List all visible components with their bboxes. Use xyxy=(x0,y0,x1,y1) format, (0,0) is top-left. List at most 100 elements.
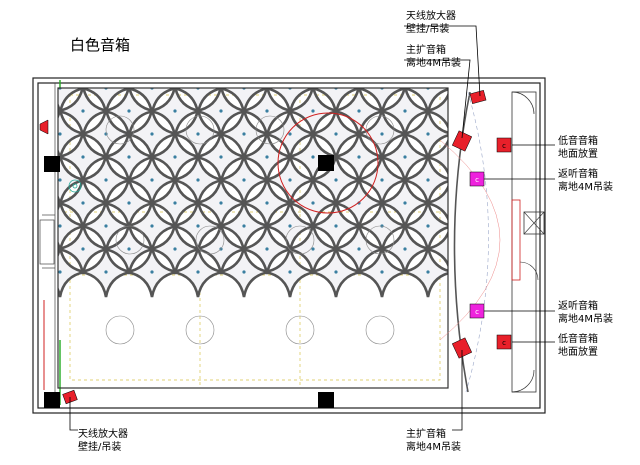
speaker-black-left-bottom-icon xyxy=(44,392,60,408)
light-fixture-icon xyxy=(587,247,590,250)
sub-speaker-bottom-icon xyxy=(496,334,512,350)
light-fixture-icon xyxy=(449,247,452,250)
light-fixture-icon xyxy=(495,109,498,112)
speaker-black-bottom-center-icon xyxy=(318,392,334,408)
light-fixture-icon xyxy=(357,155,361,159)
ceiling-panel xyxy=(449,63,499,113)
light-fixture-icon xyxy=(403,155,407,159)
table-outline xyxy=(285,225,315,255)
light-fixture-icon xyxy=(472,270,475,273)
light-fixture-icon xyxy=(495,201,498,204)
main-speaker-bottom-icon xyxy=(451,337,473,359)
light-fixture-icon xyxy=(380,132,384,136)
speaker-black-center-icon xyxy=(318,155,334,171)
label-return-speaker-top: 返听音箱离地4M吊装 xyxy=(558,169,613,193)
light-fixture-icon xyxy=(219,201,223,205)
light-fixture-icon xyxy=(495,155,498,158)
light-fixture-icon xyxy=(334,224,338,228)
light-fixture-icon xyxy=(403,201,407,205)
hall-border xyxy=(57,87,449,389)
light-fixture-icon xyxy=(357,109,361,113)
light-fixture-icon xyxy=(219,109,223,113)
ceiling-panel xyxy=(449,109,499,159)
light-fixture-icon xyxy=(219,155,223,159)
table-outline xyxy=(365,315,395,345)
ceiling-panel xyxy=(564,224,614,274)
ceiling-panel xyxy=(425,184,448,222)
light-fixture-icon xyxy=(265,247,269,251)
light-fixture-icon xyxy=(403,109,407,113)
light-fixture-icon xyxy=(150,178,154,182)
light-fixture-icon xyxy=(357,247,361,251)
ceiling-panel xyxy=(58,246,86,298)
light-fixture-icon xyxy=(472,132,475,135)
ceiling-panel xyxy=(402,246,448,298)
light-fixture-icon xyxy=(196,178,200,182)
coverage-circle xyxy=(277,112,379,214)
light-fixture-icon xyxy=(265,201,269,205)
table-outline xyxy=(105,115,135,145)
light-fixture-icon xyxy=(334,178,338,182)
red-speakers xyxy=(39,90,512,405)
light-fixture-icon xyxy=(311,109,315,113)
light-fixture-icon xyxy=(541,155,544,158)
light-fixture-icon xyxy=(426,132,430,136)
light-fixture-icon xyxy=(127,109,131,113)
sub-speaker-top-icon xyxy=(496,137,512,153)
light-fixture-icon xyxy=(426,270,430,274)
light-fixture-icon xyxy=(380,178,384,182)
light-fixture-icon xyxy=(104,270,108,274)
ceiling-panel xyxy=(449,201,499,251)
ceiling-panel xyxy=(425,138,448,176)
light-fixture-icon xyxy=(288,132,292,136)
ceiling-panel xyxy=(449,247,499,297)
light-fixture-icon xyxy=(58,178,62,182)
light-fixture-icon xyxy=(242,178,246,182)
light-fixture-icon xyxy=(196,224,200,228)
ceiling-panel xyxy=(541,247,591,297)
light-fixture-icon xyxy=(81,155,85,159)
table-outline xyxy=(255,115,285,145)
light-fixture-icon xyxy=(311,201,315,205)
ceiling-panel xyxy=(425,230,448,268)
light-fixture-icon xyxy=(541,109,544,112)
ceiling-panel xyxy=(518,224,568,274)
light-fixture-icon xyxy=(173,247,177,251)
light-fixture-icon xyxy=(541,247,544,250)
light-fixture-icon xyxy=(472,224,475,227)
light-fixture-icon xyxy=(288,178,292,182)
label-main-speaker-bottom: 主扩音箱离地4M吊装 xyxy=(406,429,461,453)
light-fixture-icon xyxy=(564,86,567,89)
light-fixture-icon xyxy=(127,201,131,205)
light-fixture-icon xyxy=(311,155,315,159)
light-fixture-icon xyxy=(426,178,430,182)
left-corridor xyxy=(39,83,56,408)
red-marker-left-icon xyxy=(39,119,49,135)
ceiling-panel xyxy=(472,224,522,274)
light-fixture-icon xyxy=(104,178,108,182)
label-antenna-bottom: 天线放大器壁挂/吊装 xyxy=(78,429,128,453)
light-fixture-icon xyxy=(242,270,246,274)
table-outline xyxy=(195,225,225,255)
light-fixture-icon xyxy=(587,109,590,112)
ceiling-panel xyxy=(541,63,591,113)
light-fixture-icon xyxy=(380,270,384,274)
table-outline xyxy=(105,315,135,345)
light-fixture-icon xyxy=(403,247,407,251)
equipment-box-icon xyxy=(523,211,545,235)
ceiling-panel xyxy=(495,63,545,113)
table-outline xyxy=(285,315,315,345)
plant-icon xyxy=(68,179,82,193)
leader-lines xyxy=(69,25,555,431)
light-fixture-icon xyxy=(564,270,567,273)
label-return-speaker-bottom: 返听音箱离地4M吊装 xyxy=(558,301,613,325)
light-fixture-icon xyxy=(173,201,177,205)
table-outline xyxy=(185,115,215,145)
light-fixture-icon xyxy=(311,247,315,251)
magenta-speakers xyxy=(469,171,485,319)
light-fixture-icon xyxy=(196,132,200,136)
light-fixture-icon xyxy=(242,224,246,228)
label-sub-speaker-bottom: 低音音箱地面放置 xyxy=(558,334,598,358)
light-fixture-icon xyxy=(518,132,521,135)
